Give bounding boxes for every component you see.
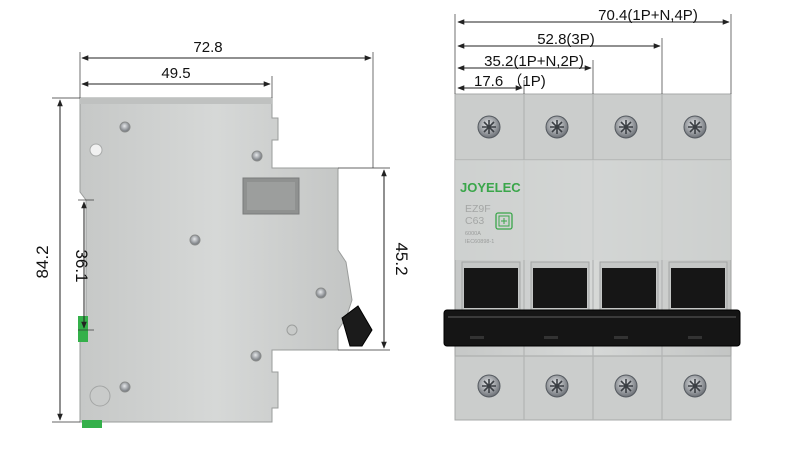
dim-front-4p: 70.4(1P+N,4P) xyxy=(598,7,698,24)
model-line2: C63 xyxy=(465,215,484,227)
dim-side-height-total: 84.2 xyxy=(33,245,52,278)
terminal-screw-icon xyxy=(614,115,638,139)
toggle-lever xyxy=(464,268,518,308)
side-hole xyxy=(89,385,111,407)
terminal-screw-icon xyxy=(545,374,569,398)
terminal-screw-icon xyxy=(477,374,501,398)
dim-side-face-height: 45.2 xyxy=(392,242,411,275)
side-view-breaker: 72.8 49.5 84.2 36.1 45.2 xyxy=(33,39,411,428)
din-clip xyxy=(78,316,88,342)
dim-side-width-total: 72.8 xyxy=(193,39,222,56)
terminal-screw-icon xyxy=(545,115,569,139)
toggle-lever xyxy=(533,268,587,308)
toggle-bar xyxy=(443,309,741,347)
dim-front-1p: 17.6 （1P) xyxy=(474,73,546,90)
dim-front-2p: 35.2(1P+N,2P) xyxy=(484,53,584,70)
dim-front-3p: 52.8(3P) xyxy=(537,31,595,48)
rating-text: 6000A xyxy=(465,231,481,237)
side-hole xyxy=(89,143,103,157)
side-toggle-lever xyxy=(341,305,373,347)
front-view-breaker: JOYELEC EZ9F C63 6000A IEC60898-1 70.4(1… xyxy=(443,7,741,421)
certification-mark-icon xyxy=(495,212,513,230)
dim-side-rail-height: 36.1 xyxy=(72,249,91,282)
terminal-screw-icon xyxy=(683,374,707,398)
standard-text: IEC60898-1 xyxy=(465,239,494,245)
side-body xyxy=(79,97,353,423)
dim-side-width-body: 49.5 xyxy=(161,65,190,82)
terminal-screw-icon xyxy=(683,115,707,139)
toggle-lever xyxy=(671,268,725,308)
brand-logo: JOYELEC xyxy=(460,180,521,195)
terminal-screw-icon xyxy=(614,374,638,398)
terminal-screw-icon xyxy=(477,115,501,139)
model-line1: EZ9F xyxy=(465,203,491,215)
toggle-lever xyxy=(602,268,656,308)
